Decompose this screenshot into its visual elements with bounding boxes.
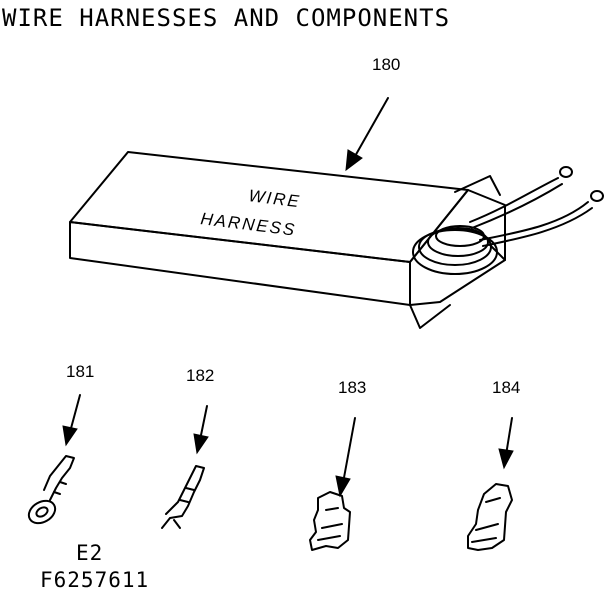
box-label-line-1: WIRE: [248, 186, 302, 211]
wire-lead-1: [469, 177, 559, 223]
diagram-title: WIRE HARNESSES AND COMPONENTS: [2, 4, 451, 32]
callout-arrow-180: [345, 97, 389, 172]
figure-code-line-1: E2: [76, 541, 104, 565]
box-label-line-2: HARNESS: [200, 209, 298, 240]
box-front-face: [69, 221, 411, 306]
callout-label-180: 180: [372, 55, 401, 74]
box-flap-bottom: [409, 304, 451, 329]
wire-harness-box: WIRE HARNESS: [69, 151, 604, 329]
callout-label-181: 181: [66, 362, 95, 381]
callout-label-183: 183: [338, 378, 367, 397]
wire-coil-3: [427, 227, 489, 257]
lead-terminal-1: [559, 166, 573, 178]
wire-coil-4: [435, 225, 485, 247]
part-182-spade-terminal: [161, 405, 209, 529]
wire-lead-2: [479, 201, 589, 241]
callout-label-184: 184: [492, 378, 521, 397]
part-183-female-connector: [309, 417, 356, 551]
wire-lead-1b: [471, 183, 563, 229]
part-181-ring-terminal: [27, 394, 81, 525]
part-184-female-connector: [467, 417, 514, 551]
box-flap-top: [454, 175, 501, 196]
wire-lead-2b: [482, 207, 593, 247]
callout-label-182: 182: [186, 366, 215, 385]
figure-code-line-2: F6257611: [40, 568, 150, 592]
lead-terminal-2: [590, 190, 604, 202]
